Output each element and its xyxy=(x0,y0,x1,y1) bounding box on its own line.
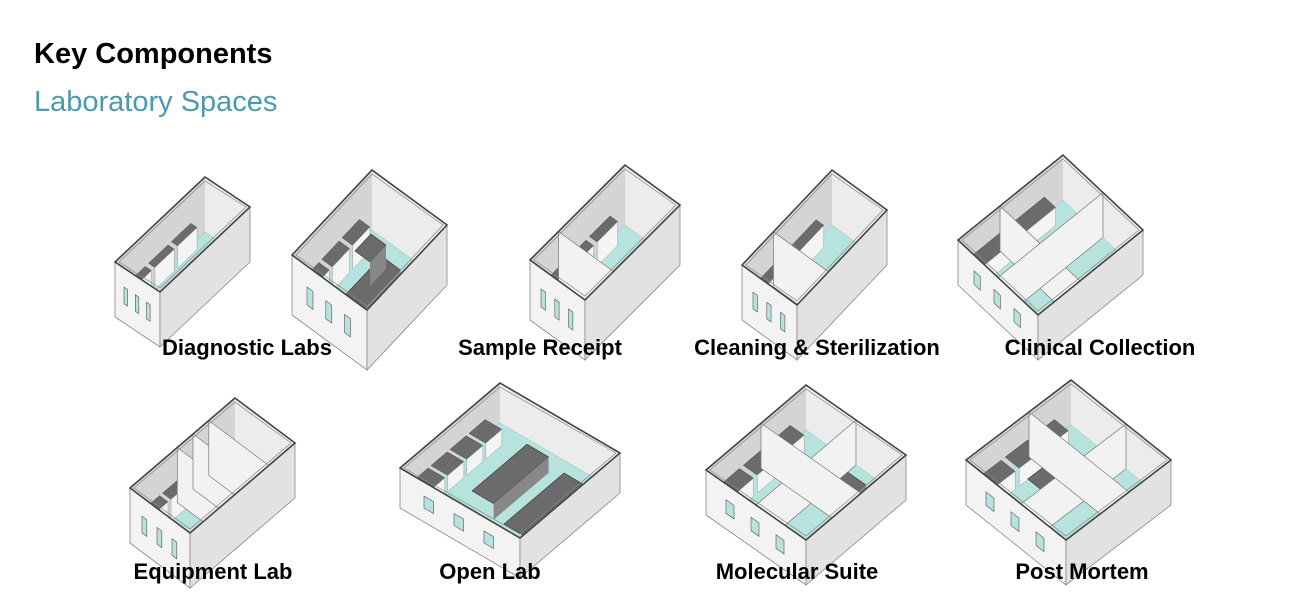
molecular-suite-drawing xyxy=(704,383,908,586)
label-post-mortem: Post Mortem xyxy=(1015,559,1149,584)
label-sample-receipt: Sample Receipt xyxy=(458,335,622,360)
label-equipment-lab: Equipment Lab xyxy=(133,559,293,584)
cleaning-sterilization-drawing xyxy=(740,168,889,362)
diagnostic-lab-2-drawing xyxy=(290,168,449,372)
open-lab-drawing xyxy=(398,382,622,579)
label-molecular-suite: Molecular Suite xyxy=(715,559,879,584)
post-mortem-drawing xyxy=(964,378,1173,586)
diagnostic-lab-1-drawing xyxy=(113,175,252,348)
sample-receipt-drawing xyxy=(528,163,682,361)
label-cleaning-sterilization: Cleaning & Sterilization xyxy=(694,335,940,360)
clinical-collection-drawing xyxy=(956,153,1145,361)
equipment-lab-drawing xyxy=(128,396,297,589)
label-clinical-collection: Clinical Collection xyxy=(1004,335,1196,360)
slide-subtitle: Laboratory Spaces xyxy=(34,86,278,118)
label-open-lab: Open Lab xyxy=(439,559,541,584)
slide-title: Key Components xyxy=(34,38,273,70)
label-diagnostic-labs: Diagnostic Labs xyxy=(162,335,332,360)
